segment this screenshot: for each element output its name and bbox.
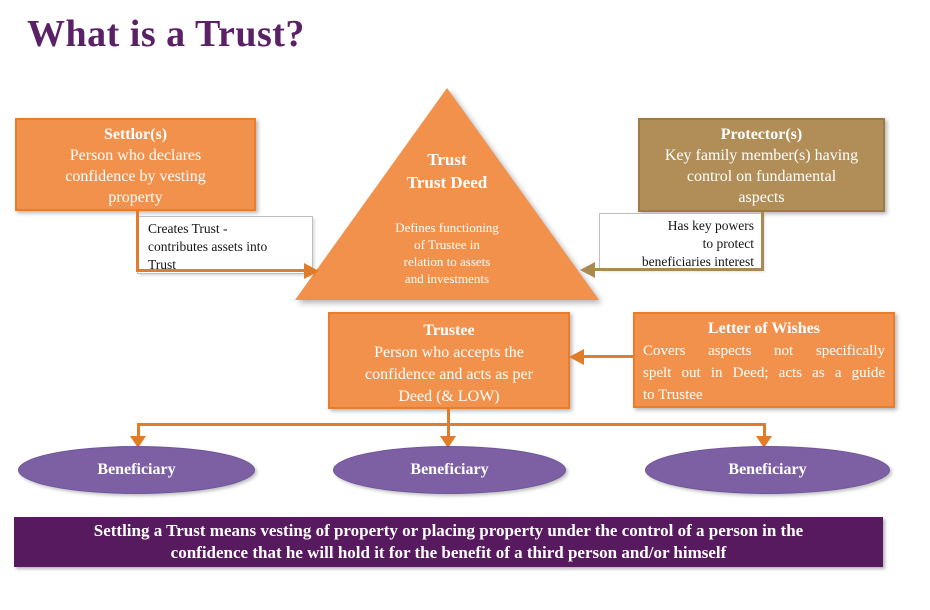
trustee-body-line: Deed (& LOW) xyxy=(398,388,500,405)
protector-body-line: control on fundamental xyxy=(686,168,837,185)
trust-heading: Trust Trust Deed xyxy=(295,148,599,194)
letter-of-wishes-body-line: Covers aspects not specifically xyxy=(643,343,885,359)
trust-body-line: of Trustee in xyxy=(414,237,480,252)
connector-protector-vertical xyxy=(761,212,764,271)
settlor-box: Settlor(s) Person who declares confidenc… xyxy=(15,118,256,211)
protector-body-line: aspects xyxy=(738,189,785,206)
settlor-body-line: Person who declares xyxy=(69,147,202,164)
settlor-heading: Settlor(s) xyxy=(103,126,168,143)
connector-beneficiary-branch xyxy=(137,423,766,426)
trust-body-line: and investments xyxy=(404,271,490,286)
note-line: Trust xyxy=(148,257,177,272)
letter-of-wishes-body-line: spelt out in Deed; acts as a guide xyxy=(643,365,885,381)
settlor-body-line: confidence by vesting xyxy=(65,168,206,185)
letter-of-wishes-body-line: to Trustee xyxy=(643,387,703,403)
arrowhead-to-beneficiary-left xyxy=(130,436,146,448)
settlor-to-trust-note: Creates Trust - contributes assets into … xyxy=(137,216,313,274)
letter-of-wishes-heading: Letter of Wishes xyxy=(708,320,820,337)
connector-settlor-vertical xyxy=(136,211,139,272)
beneficiary-label: Beneficiary xyxy=(728,461,807,478)
beneficiary-ellipse: Beneficiary xyxy=(645,446,890,494)
footer-line: Settling a Trust means vesting of proper… xyxy=(93,521,804,540)
footer-line: confidence that he will hold it for the … xyxy=(170,543,727,562)
trust-body: Defines functioning of Trustee in relati… xyxy=(295,219,599,287)
trust-body-line: relation to assets xyxy=(403,254,491,269)
protector-body-line: Key family member(s) having xyxy=(664,147,859,164)
beneficiary-label: Beneficiary xyxy=(410,461,489,478)
beneficiary-ellipse: Beneficiary xyxy=(333,446,566,494)
note-line: contributes assets into xyxy=(148,239,268,254)
trustee-body-line: confidence and acts as per xyxy=(365,366,533,383)
arrowhead-low-to-trustee xyxy=(569,349,584,365)
protector-heading: Protector(s) xyxy=(720,126,803,143)
connector-branch-left-stem xyxy=(137,423,140,437)
protector-to-trust-note: Has key powers to protect beneficiaries … xyxy=(599,213,763,270)
connector-low-horizontal xyxy=(583,355,633,358)
arrowhead-settlor-to-trust xyxy=(304,263,319,279)
page-title: What is a Trust? xyxy=(27,13,305,55)
connector-branch-right-stem xyxy=(763,423,766,437)
arrowhead-protector-to-trust xyxy=(580,262,595,278)
note-line: to protect xyxy=(702,236,754,251)
trustee-box: Trustee Person who accepts the confidenc… xyxy=(328,312,570,409)
note-line: Has key powers xyxy=(667,218,754,233)
protector-box: Protector(s) Key family member(s) having… xyxy=(638,118,885,212)
note-line: beneficiaries interest xyxy=(641,254,754,269)
beneficiary-ellipse: Beneficiary xyxy=(18,446,255,494)
trust-body-line: Defines functioning xyxy=(395,220,499,235)
arrowhead-to-beneficiary-right xyxy=(756,436,772,448)
connector-protector-horizontal xyxy=(594,268,764,271)
trustee-body-line: Person who accepts the xyxy=(374,344,524,361)
letter-of-wishes-box: Letter of Wishes Covers aspects not spec… xyxy=(633,312,895,408)
footer-banner: Settling a Trust means vesting of proper… xyxy=(14,517,883,567)
connector-settlor-horizontal xyxy=(136,269,306,272)
trust-heading-line: Trust xyxy=(427,150,467,169)
trust-triangle: Trust Trust Deed Defines functioning of … xyxy=(295,88,599,300)
trustee-heading: Trustee xyxy=(423,322,475,339)
trust-heading-line: Trust Deed xyxy=(406,173,488,192)
note-line: Creates Trust - xyxy=(148,221,228,236)
settlor-body-line: property xyxy=(108,189,163,206)
arrowhead-to-beneficiary-middle xyxy=(440,436,456,448)
beneficiary-label: Beneficiary xyxy=(97,461,176,478)
